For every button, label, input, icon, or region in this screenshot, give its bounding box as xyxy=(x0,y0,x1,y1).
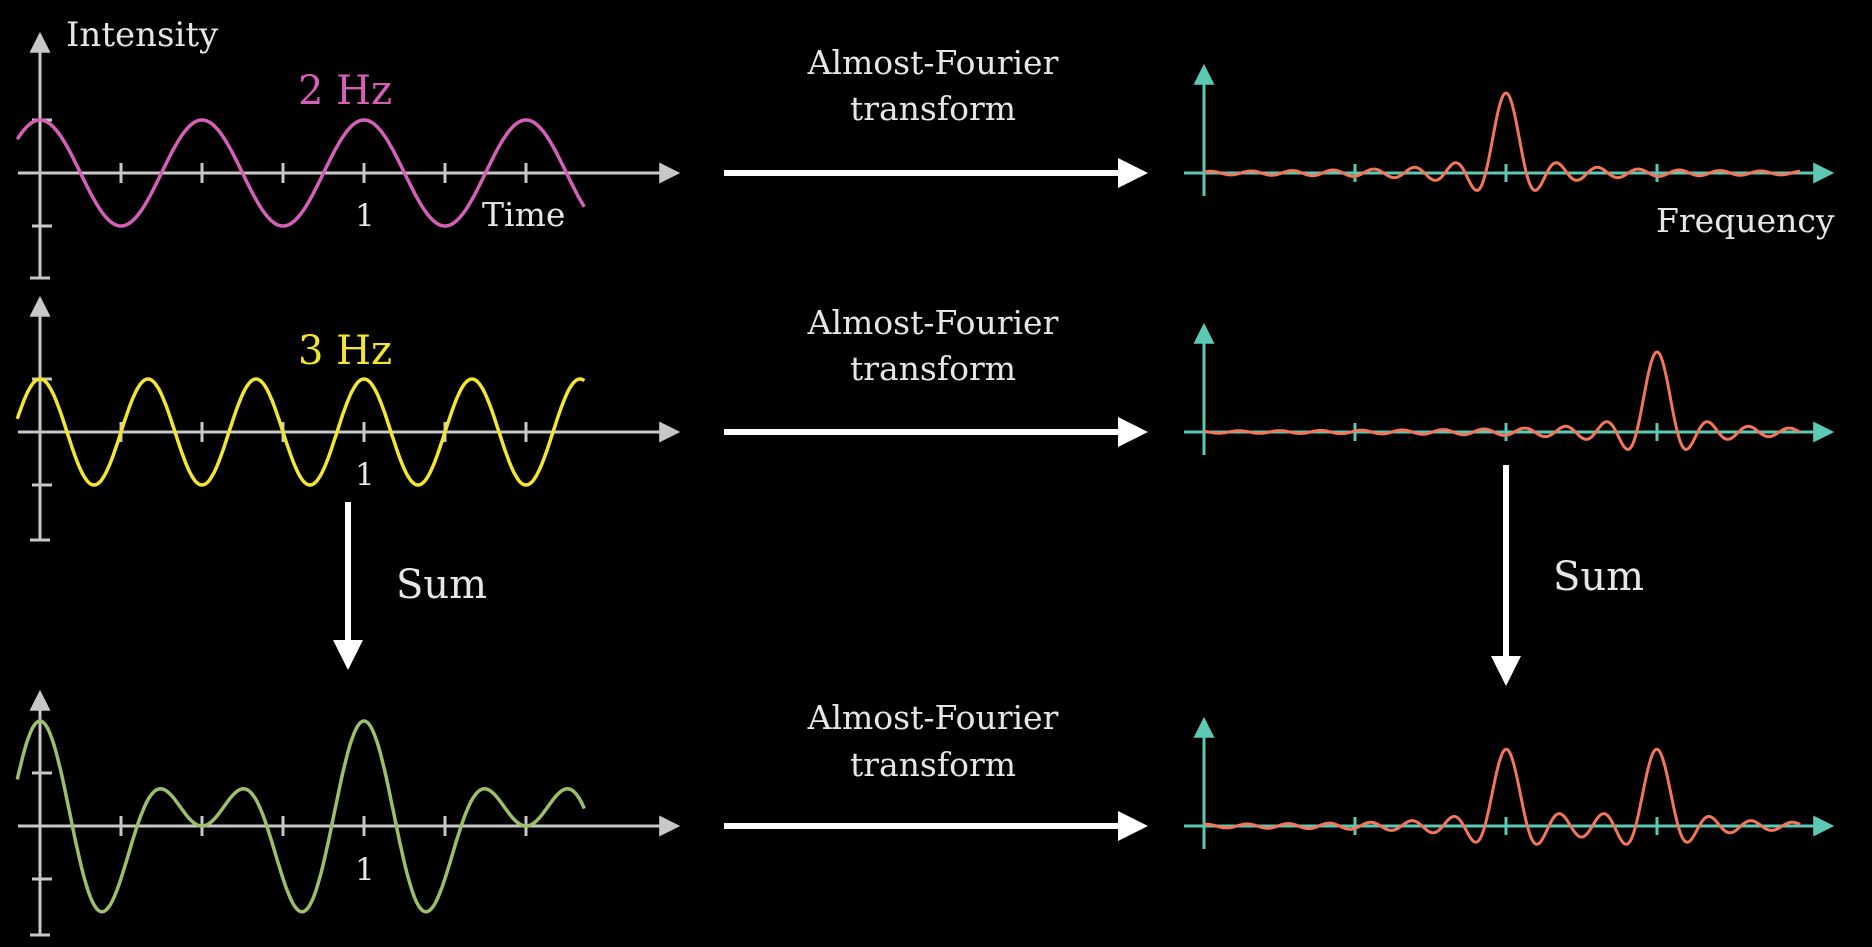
transform-row-2: Almost-Fourier transform xyxy=(724,303,1148,447)
transform-label-line1: Almost-Fourier xyxy=(807,303,1059,342)
transform-label-line2: transform xyxy=(850,745,1016,784)
sum-label: Sum xyxy=(396,562,487,608)
tick-label-one: 1 xyxy=(355,852,375,888)
tick-label-one: 1 xyxy=(355,198,375,234)
tick-label-one: 1 xyxy=(355,457,375,493)
transform-label-line2: transform xyxy=(850,349,1016,388)
wave-2hz xyxy=(15,118,586,228)
sum-label: Sum xyxy=(1553,554,1644,600)
transform-label-line1: Almost-Fourier xyxy=(807,698,1059,737)
time-axes-row-3 xyxy=(18,689,681,935)
wave-3hz xyxy=(15,377,586,487)
transform-curve-2hz xyxy=(1203,91,1800,192)
intensity-label: Intensity xyxy=(66,15,219,55)
time-axes-row-2 xyxy=(18,295,681,540)
transform-curve-sum xyxy=(1204,747,1801,846)
signal-label-2hz: 2 Hz xyxy=(298,68,392,114)
transform-curve-3hz xyxy=(1204,350,1801,451)
time-label: Time xyxy=(482,195,565,234)
sum-right: Sum xyxy=(1491,465,1644,686)
wave-sum xyxy=(15,719,586,914)
frequency-label: Frequency xyxy=(1656,201,1835,240)
signal-label-3hz: 3 Hz xyxy=(298,328,392,374)
sum-left: Sum xyxy=(333,502,487,670)
transform-label-line1: Almost-Fourier xyxy=(807,43,1059,82)
transform-label-line2: transform xyxy=(850,89,1016,128)
transform-row-1: Almost-Fourier transform xyxy=(724,43,1148,188)
time-ticks xyxy=(30,118,528,937)
transform-row-3: Almost-Fourier transform xyxy=(724,698,1148,841)
